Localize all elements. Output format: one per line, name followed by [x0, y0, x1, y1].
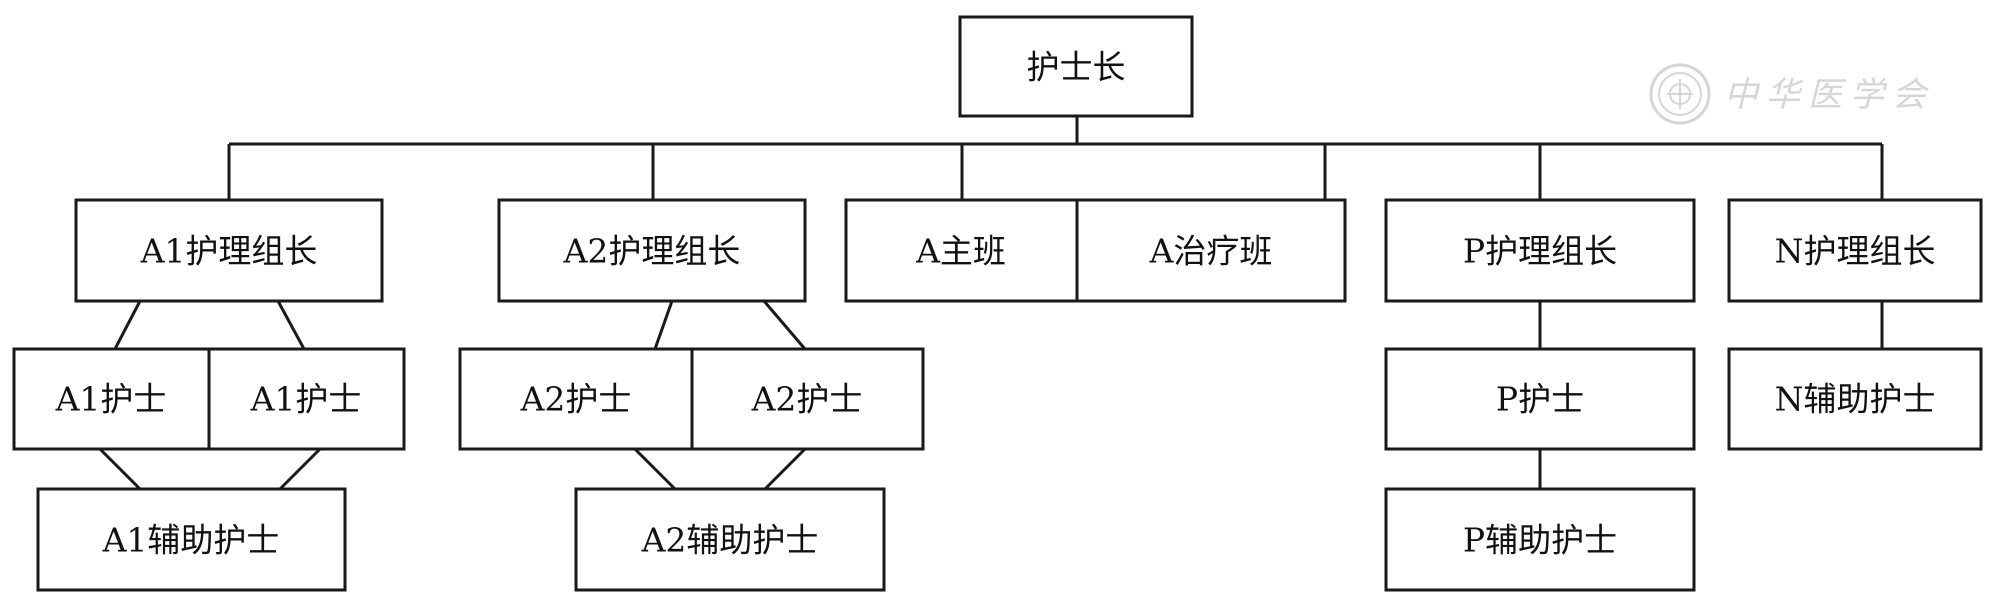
- node-p-leader-label: P护理组长: [1463, 232, 1617, 271]
- node-a1-leader-label: A1护理组长: [140, 232, 318, 271]
- node-a2-leader: A2护理组长: [497, 198, 807, 303]
- node-a1-leader: A1护理组长: [74, 198, 384, 303]
- node-a2-aux-label: A2辅助护士: [641, 521, 819, 560]
- watermark-text: 中华医学会: [1724, 75, 1934, 115]
- node-p-aux: P辅助护士: [1384, 487, 1696, 592]
- node-p-nurse: P护士: [1384, 347, 1696, 451]
- node-a1-nurse-right: A1护士: [207, 347, 406, 451]
- watermark: 中华医学会: [1649, 63, 1934, 125]
- node-a2-aux: A2辅助护士: [574, 487, 886, 592]
- node-a2-nurse-right-label: A2护士: [751, 380, 863, 419]
- node-a-main-label: A主班: [915, 232, 1006, 271]
- node-head-label: 护士长: [1027, 48, 1126, 87]
- node-head: 护士长: [958, 15, 1194, 118]
- connectors: [98, 116, 1884, 491]
- node-p-nurse-label: P护士: [1496, 380, 1584, 419]
- node-a2-nurse-left-label: A2护士: [520, 380, 632, 419]
- node-n-leader-label: N护理组长: [1775, 232, 1936, 271]
- node-a2-leader-label: A2护理组长: [563, 232, 741, 271]
- node-n-aux-label: N辅助护士: [1775, 380, 1936, 419]
- node-a-treat-label: A治疗班: [1149, 232, 1273, 271]
- node-a1-aux-label: A1辅助护士: [102, 521, 280, 560]
- node-n-aux: N辅助护士: [1727, 347, 1983, 451]
- node-p-aux-label: P辅助护士: [1463, 521, 1617, 560]
- node-p-leader: P护理组长: [1384, 198, 1696, 303]
- node-a1-nurse-right-label: A1护士: [250, 380, 362, 419]
- node-a-treat: A治疗班: [1075, 198, 1347, 303]
- node-a1-nurse-left: A1护士: [12, 347, 211, 451]
- node-a2-nurse-right: A2护士: [690, 347, 925, 451]
- node-n-leader: N护理组长: [1727, 198, 1983, 303]
- node-a1-nurse-left-label: A1护士: [55, 380, 167, 419]
- seal-icon: [1649, 63, 1711, 125]
- node-a2-nurse-left: A2护士: [458, 347, 694, 451]
- node-a-main: A主班: [844, 198, 1079, 303]
- node-a1-aux: A1辅助护士: [36, 487, 347, 592]
